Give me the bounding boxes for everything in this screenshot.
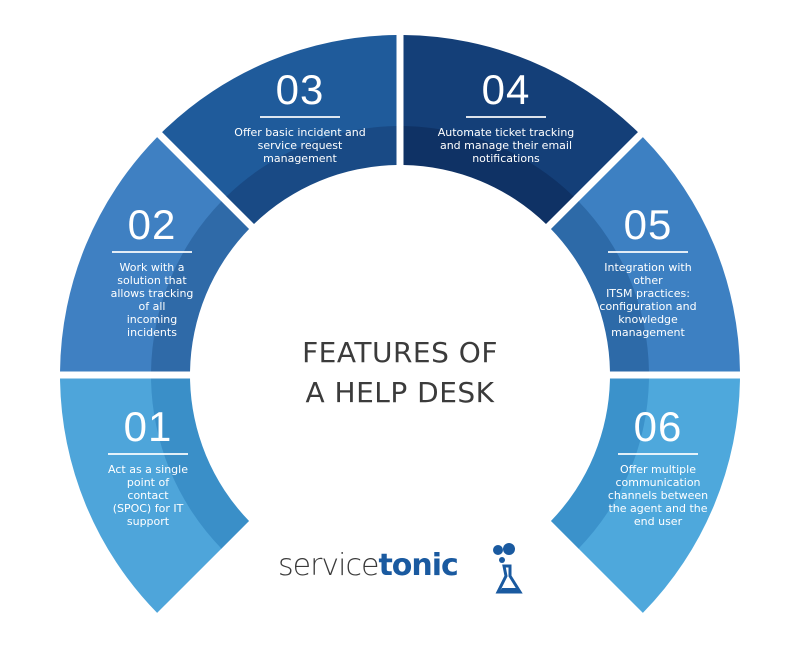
flask-icon	[493, 543, 523, 594]
feature-number: 02	[127, 201, 177, 248]
segment-inner-band-06	[550, 378, 649, 549]
description-line: contact	[127, 489, 169, 502]
description-line: channels between	[607, 489, 709, 502]
description-line: ITSM practices:	[606, 287, 690, 300]
description-line: management	[263, 152, 337, 165]
description-line: management	[611, 326, 685, 339]
segment-06	[577, 378, 740, 613]
title-line-1: FEATURES OF	[302, 336, 498, 369]
segment-inner-band-03	[226, 126, 397, 225]
description-line: and manage their email	[439, 139, 573, 152]
divider	[618, 453, 698, 455]
feature-number: 05	[623, 201, 673, 248]
servicetonic-logo: servicetonic	[278, 543, 528, 608]
segment-inner-band-04	[403, 126, 574, 225]
description-line: Act as a single	[108, 463, 188, 476]
description-line: (SPOC) for IT	[112, 502, 184, 515]
description-line: communication	[615, 476, 701, 489]
description-line: end user	[633, 515, 683, 528]
description-line: point of	[126, 476, 170, 489]
title-line-2: A HELP DESK	[305, 376, 495, 409]
divider	[466, 116, 546, 118]
segment-inner-band-05	[550, 201, 649, 372]
description-line: Integration with other	[604, 261, 692, 287]
description-line: incidents	[127, 326, 177, 339]
segment-01	[60, 378, 223, 613]
description-line: incoming	[126, 313, 178, 326]
feature-number: 03	[275, 66, 325, 113]
description-line: Offer multiple	[620, 463, 696, 476]
segment-inner-band-01	[151, 378, 250, 549]
description-line: knowledge	[618, 313, 678, 326]
divider	[260, 116, 340, 118]
description-line: configuration and	[599, 300, 697, 313]
description-line: Work with a	[119, 261, 185, 274]
divider	[608, 251, 688, 253]
segment-05	[577, 137, 740, 372]
center-title: FEATURES OF A HELP DESK	[302, 333, 498, 413]
description-line: Automate ticket tracking	[437, 126, 575, 139]
segment-02	[60, 137, 223, 372]
divider	[112, 251, 192, 253]
feature-number: 04	[481, 66, 531, 113]
description-line: support	[126, 515, 170, 528]
feature-number: 06	[633, 403, 683, 450]
description-line: solution that	[117, 274, 187, 287]
description-line: the agent and the	[608, 502, 708, 515]
logo-service-text: service	[278, 548, 379, 583]
logo-tonic-text: tonic	[378, 548, 458, 583]
description-line: service request	[257, 139, 343, 152]
description-line: allows tracking	[110, 287, 194, 300]
description-line: Offer basic incident and	[234, 126, 366, 139]
divider	[108, 453, 188, 455]
description-line: of all	[138, 300, 166, 313]
feature-number: 01	[123, 403, 173, 450]
description-line: notifications	[472, 152, 540, 165]
segment-inner-band-02	[151, 201, 250, 372]
